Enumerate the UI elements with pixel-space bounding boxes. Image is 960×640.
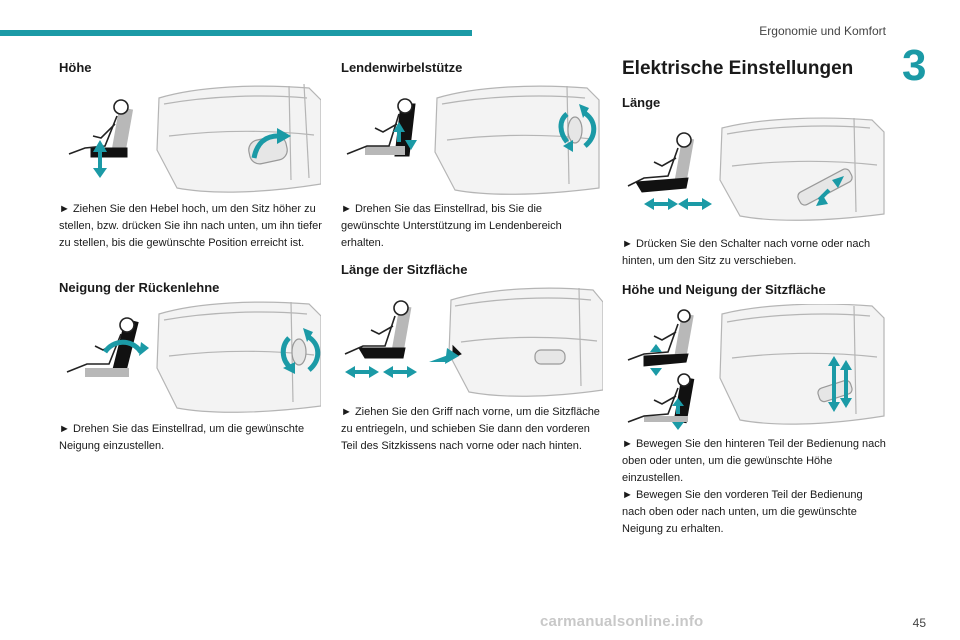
chapter-title: Ergonomie und Komfort: [759, 24, 886, 38]
section-title-laenge: Länge: [622, 95, 661, 110]
header-accent-bar: [0, 30, 472, 36]
seat-cushion-length-illustration: [344, 287, 603, 397]
section-text-laenge-sitzflaeche: ► Ziehen Sie den Griff nach vorne, um di…: [341, 406, 600, 452]
section-title-neigung-rueckenlehne: Neigung der Rückenlehne: [59, 280, 220, 295]
chapter-number: 3: [902, 41, 927, 90]
backrest-tilt-illustration: [66, 301, 321, 413]
section-text-neigung-bedienung: ► Bewegen Sie den vorderen Teil der Bedi…: [622, 489, 863, 535]
seat-height-illustration: [68, 83, 321, 193]
section-text-lendenwirbelstuetze: ► Drehen Sie das Einstellrad, bis Sie di…: [341, 203, 562, 249]
page-number: 45: [912, 616, 926, 630]
section-title-lendenwirbelstuetze: Lendenwirbelstütze: [341, 60, 463, 75]
section-title-elektrische-einstellungen: Elektrische Einstellungen: [622, 58, 854, 79]
lumbar-support-illustration: [346, 85, 600, 195]
seat-height-tilt-electric-illustration: [627, 304, 885, 430]
section-title-laenge-sitzflaeche: Länge der Sitzfläche: [341, 262, 468, 277]
section-text-neigung-rueckenlehne: ► Drehen Sie das Einstellrad, um die gew…: [59, 423, 305, 452]
watermark: carmanualsonline.info: [540, 613, 704, 630]
section-text-hoehe-bedienung: ► Bewegen Sie den hinteren Teil der Bedi…: [622, 438, 886, 484]
section-text-laenge: ► Drücken Sie den Schalter nach vorne od…: [622, 238, 871, 267]
section-title-hoehe-neigung-sitzflaeche: Höhe und Neigung der Sitzfläche: [622, 282, 826, 297]
seat-length-electric-illustration: [627, 117, 885, 221]
section-title-hoehe: Höhe: [59, 60, 92, 75]
section-text-hoehe: ► Ziehen Sie den Hebel hoch, um den Sitz…: [59, 203, 322, 249]
